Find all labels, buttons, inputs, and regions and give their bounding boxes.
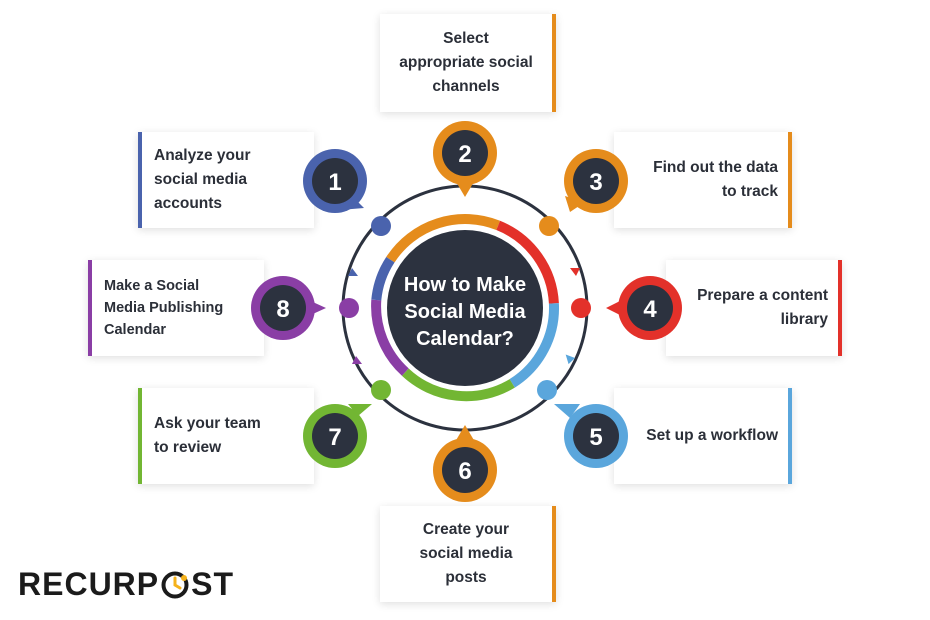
- center-title-line: How to Make: [404, 274, 526, 296]
- step-card-5: Set up a workflow: [614, 388, 792, 484]
- step-2-line: Select: [443, 30, 489, 47]
- center-circle: [387, 230, 543, 386]
- ring-arrow-icon: [570, 268, 580, 276]
- step-card-1: Analyze your social media accounts: [138, 132, 314, 228]
- step-7-line: Ask your team: [154, 415, 261, 432]
- step-8-line: Make a Social: [104, 278, 200, 294]
- ring-dot: [371, 216, 391, 236]
- step-1-line: accounts: [154, 195, 223, 212]
- ring-arrow-icon: [352, 356, 362, 364]
- badge-6: [433, 425, 497, 502]
- step-1-line: social media: [154, 171, 248, 188]
- step-number: 5: [589, 424, 602, 451]
- step-card-3: Find out the data to track: [614, 132, 792, 228]
- badge-7: [303, 404, 372, 468]
- step-number: 3: [589, 169, 602, 196]
- step-card-6: Create your social media posts: [380, 506, 556, 602]
- badge-1: [303, 149, 367, 213]
- step-7-line: to review: [154, 439, 222, 456]
- logo-text: ST: [191, 566, 235, 602]
- step-5-line: Set up a workflow: [646, 427, 778, 444]
- ring-dot: [571, 298, 591, 318]
- step-6-line: posts: [445, 569, 487, 586]
- step-8-line: Media Publishing: [104, 300, 224, 316]
- step-number: 2: [458, 141, 471, 168]
- ring-arrow-icon: [565, 354, 576, 365]
- ring-dot: [339, 298, 359, 318]
- recurpost-logo: RECURP ST: [18, 566, 234, 603]
- step-number: 1: [328, 169, 341, 196]
- step-2-line: channels: [432, 78, 500, 95]
- step-card-4: Prepare a content library: [666, 260, 842, 356]
- ring-dot: [537, 380, 557, 400]
- step-6-line: Create your: [422, 521, 510, 538]
- step-number: 6: [458, 458, 471, 485]
- step-3-line: to track: [722, 183, 778, 200]
- step-number: 4: [643, 296, 657, 323]
- step-card-2: Select appropriate social channels: [380, 14, 556, 112]
- center-title-line: Social Media: [404, 301, 526, 323]
- step-4-line: Prepare a content: [697, 287, 828, 304]
- step-4-line: library: [780, 311, 828, 328]
- ring-dot: [371, 380, 391, 400]
- badge-5: [554, 404, 628, 468]
- ring-arrow-icon: [348, 268, 358, 276]
- logo-text: RECURP: [18, 566, 160, 602]
- badge-4: [606, 276, 682, 340]
- center-title-line: Calendar?: [416, 328, 514, 350]
- step-8-line: Calendar: [104, 322, 167, 338]
- step-1-line: Analyze your: [154, 147, 251, 164]
- segment-ring: [371, 214, 559, 402]
- step-2-line: appropriate social: [399, 54, 533, 71]
- clock-icon: [161, 571, 189, 598]
- badge-3: [564, 149, 628, 213]
- step-3-line: Find out the data: [653, 159, 778, 176]
- ring-dot: [539, 216, 559, 236]
- step-card-7: Ask your team to review: [138, 388, 314, 484]
- badge-8: [251, 276, 326, 340]
- badge-2: [433, 121, 497, 197]
- step-number: 7: [328, 424, 341, 451]
- step-6-line: social media: [419, 545, 513, 562]
- step-number: 8: [276, 296, 289, 323]
